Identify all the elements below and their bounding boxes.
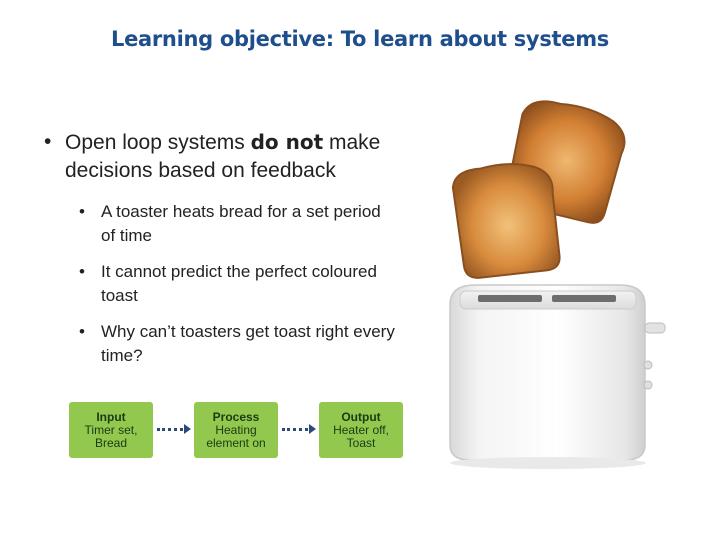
flow-arrow-2-icon — [309, 424, 316, 434]
flow-input-heading: Input — [96, 409, 126, 424]
bullet-dot: • — [79, 322, 85, 341]
main-bullet-text: Open loop systems do not make decisions … — [65, 128, 444, 185]
slide-title: Learning objective: To learn about syste… — [110, 27, 609, 51]
flow-connector-1 — [157, 428, 183, 431]
flow-output-box: Output Heater off, Toast — [319, 402, 403, 458]
bullet-dot: • — [79, 262, 85, 281]
flow-input-box: Input Timer set, Bread — [69, 402, 153, 458]
toaster-body — [449, 284, 666, 469]
sub-bullet-1: • A toaster heats bread for a set period… — [79, 200, 399, 248]
flow-process-line1: Heating — [215, 422, 257, 437]
main-bullet: • Open loop systems do not make decision… — [44, 128, 444, 185]
bullet-dot: • — [44, 130, 52, 153]
main-bullet-suffix: make decisions based on feedback — [65, 131, 381, 182]
toaster-icon — [449, 100, 666, 469]
sub-bullet-text: It cannot predict the perfect coloured t… — [101, 262, 377, 305]
flow-output-heading: Output — [341, 409, 381, 424]
flow-input-line2: Bread — [94, 435, 128, 450]
flow-output-line2: Toast — [346, 435, 376, 450]
main-bullet-emphasis: do not — [250, 130, 324, 154]
flow-input-line1: Timer set, — [84, 422, 138, 437]
flow-arrow-1-icon — [184, 424, 191, 434]
flow-process-line2: element on — [206, 435, 266, 450]
sub-bullet-3: • Why can’t toasters get toast right eve… — [79, 320, 399, 368]
flow-process-heading: Process — [212, 409, 260, 424]
bullet-dot: • — [79, 202, 85, 221]
main-bullet-prefix: Open loop systems — [65, 131, 251, 154]
sub-bullet-text: A toaster heats bread for a set period o… — [101, 202, 381, 245]
toaster-illustration — [420, 95, 720, 475]
sub-bullet-2: • It cannot predict the perfect coloured… — [79, 260, 399, 308]
flow-process-box: Process Heating element on — [194, 402, 278, 458]
sub-bullet-text: Why can’t toasters get toast right every… — [101, 322, 395, 365]
toast-slice-front — [451, 163, 561, 279]
flow-connector-2 — [282, 428, 308, 431]
flow-output-line1: Heater off, — [333, 422, 389, 437]
